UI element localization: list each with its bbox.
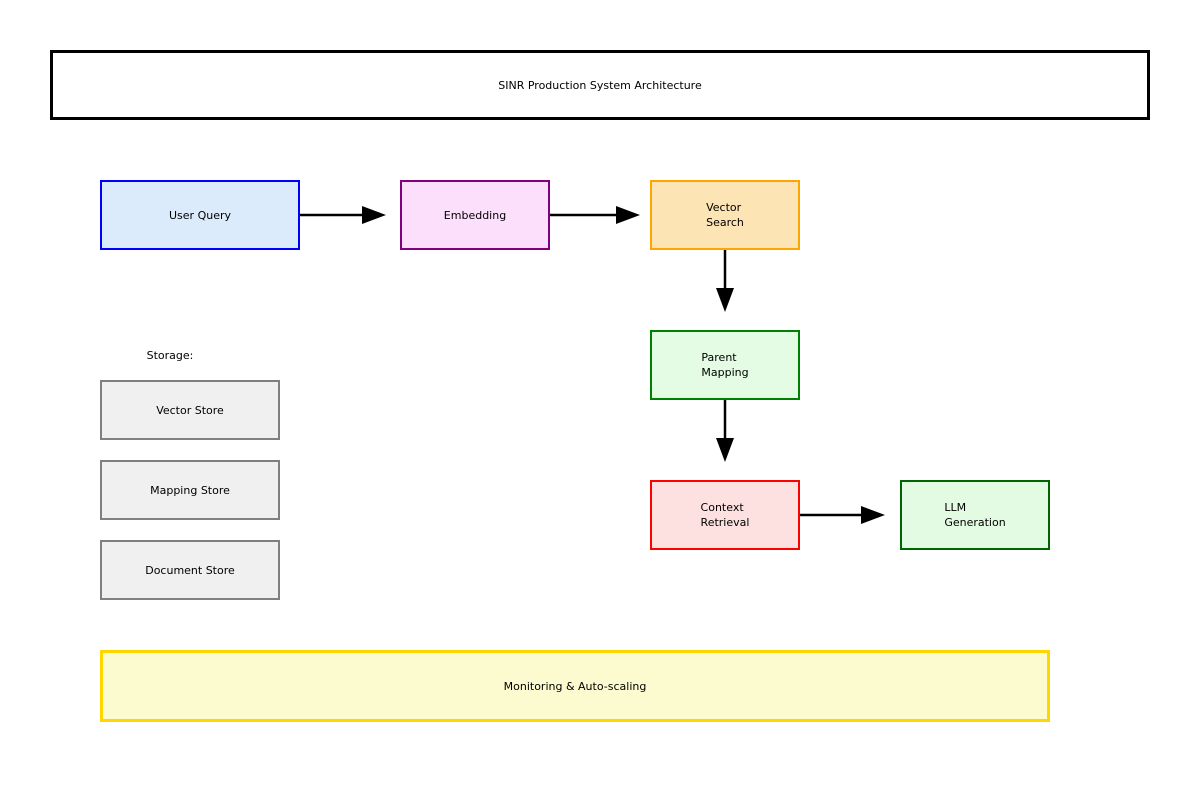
arrow-user-query-to-embedding [300, 206, 386, 224]
node-vector-search-label: Vector Search [706, 201, 744, 229]
node-context-retrieval: Context Retrieval [650, 480, 800, 550]
node-embedding-label: Embedding [443, 208, 507, 222]
storage-box-label: Document Store [145, 563, 235, 577]
monitoring-band-label: Monitoring & Auto-scaling [503, 679, 647, 693]
arrow-parent-mapping-to-context-retrieval [716, 400, 734, 462]
storage-heading: Storage: [146, 349, 194, 362]
storage-box-label: Vector Store [156, 403, 224, 417]
storage-box-mapping-store: Mapping Store [100, 460, 280, 520]
storage-box-vector-store: Vector Store [100, 380, 280, 440]
node-parent-mapping: Parent Mapping [650, 330, 800, 400]
node-llm-generation: LLM Generation [900, 480, 1050, 550]
arrow-vector-search-to-parent-mapping [716, 250, 734, 312]
monitoring-band: Monitoring & Auto-scaling [100, 650, 1050, 722]
node-user-query-label: User Query [169, 208, 231, 222]
node-vector-search: Vector Search [650, 180, 800, 250]
arrow-embedding-to-vector-search [550, 206, 640, 224]
diagram-title-box: SINR Production System Architecture [50, 50, 1150, 120]
node-parent-mapping-label: Parent Mapping [701, 351, 749, 379]
node-llm-generation-label: LLM Generation [944, 501, 1006, 529]
node-embedding: Embedding [400, 180, 550, 250]
node-user-query: User Query [100, 180, 300, 250]
storage-box-label: Mapping Store [150, 483, 230, 497]
arrow-context-retrieval-to-llm-generation [800, 506, 885, 524]
diagram-title: SINR Production System Architecture [498, 78, 702, 92]
node-context-retrieval-label: Context Retrieval [700, 501, 750, 529]
storage-box-document-store: Document Store [100, 540, 280, 600]
